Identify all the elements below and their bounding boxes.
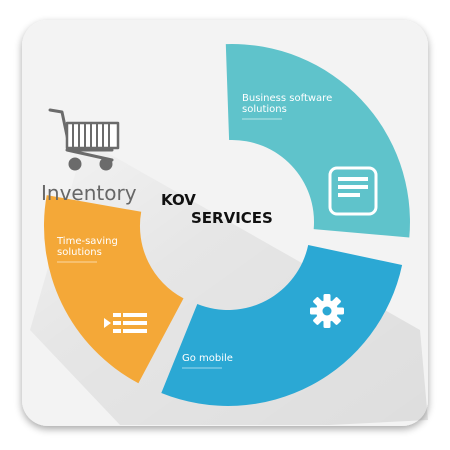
segment-gomobile-label: Go mobile [182,353,262,369]
list-icon [104,313,147,333]
dotted-underline [57,261,97,263]
segment-gomobile[interactable] [161,245,403,406]
segment-timesaving[interactable] [43,195,184,384]
gear-icon [310,294,344,328]
segment-business-text: Business software solutions [242,93,333,115]
center-title-line1: KOV [161,191,196,209]
segment-timesaving-text: Time-saving solutions [57,236,118,258]
document-icon [328,166,378,216]
inventory-label: Inventory [41,181,137,205]
shopping-cart-icon [48,108,120,171]
center-title-line2: SERVICES [191,209,273,227]
segment-gomobile-text: Go mobile [182,353,233,364]
dotted-underline [182,367,222,369]
segment-timesaving-label: Time-saving solutions [57,236,127,263]
segment-business[interactable] [225,43,410,238]
dotted-underline [242,118,282,120]
segment-business-label: Business software solutions [242,93,342,120]
